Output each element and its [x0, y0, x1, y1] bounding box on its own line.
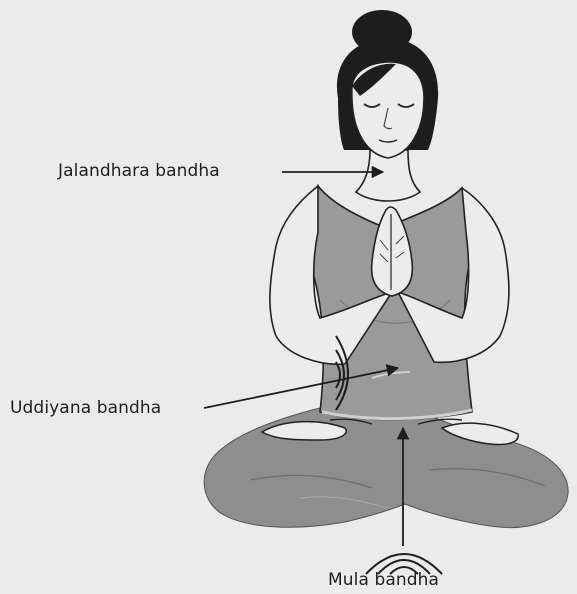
- jalandhara-bandha-label: Jalandhara bandha: [58, 161, 220, 181]
- uddiyana-bandha-label: Uddiyana bandha: [10, 398, 161, 418]
- mula-bandha-label: Mula bandha: [328, 570, 439, 590]
- crossed-legs: [204, 408, 568, 528]
- hair-bun: [352, 10, 412, 54]
